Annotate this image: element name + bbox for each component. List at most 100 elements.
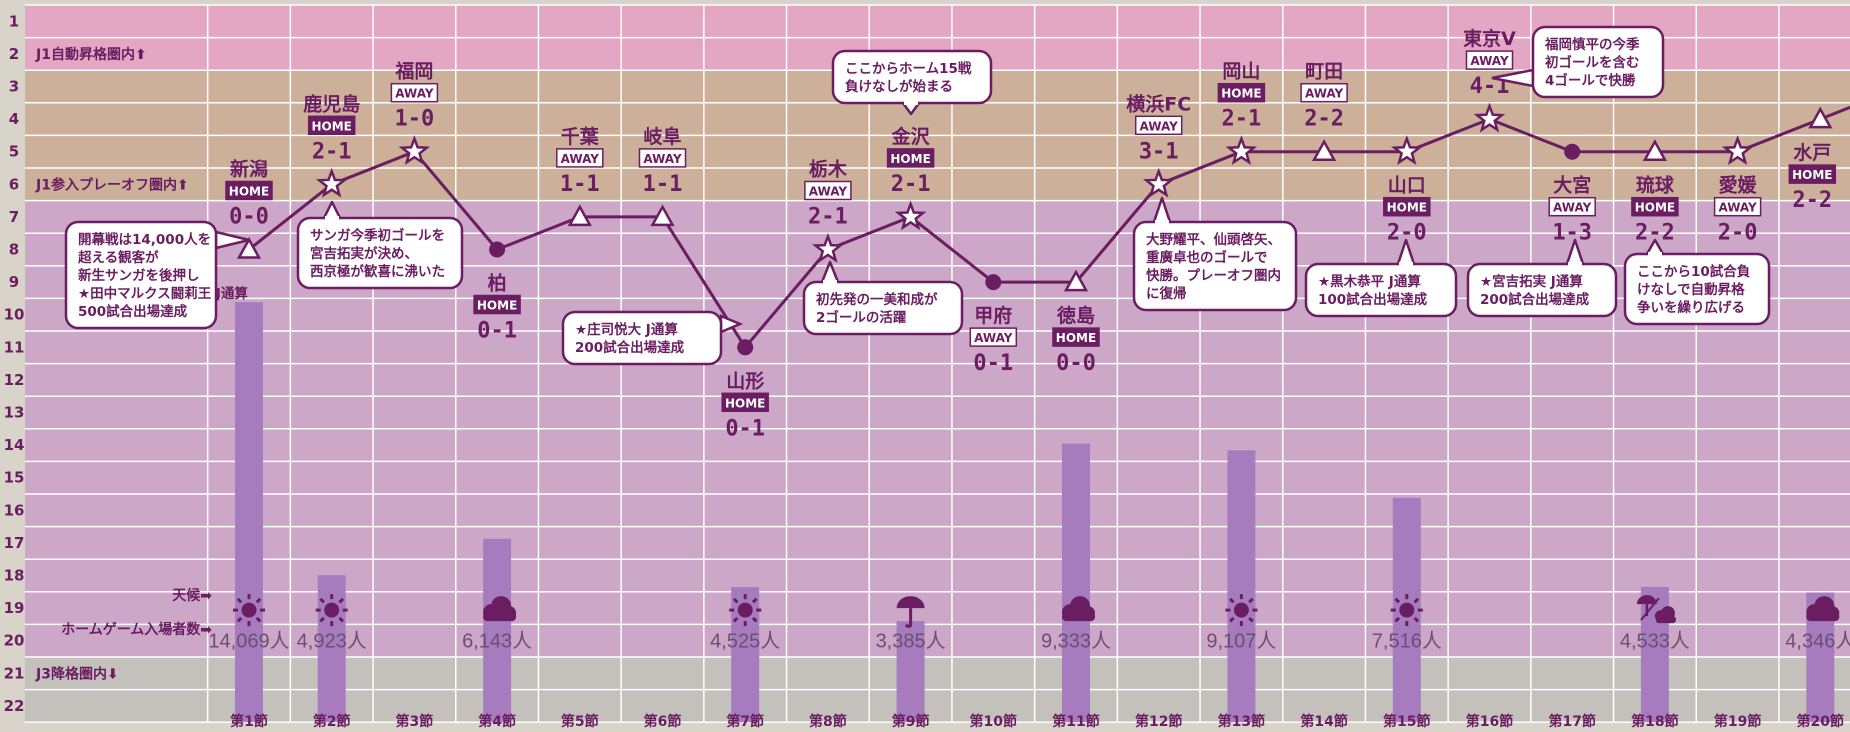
venue-label: HOME — [477, 299, 517, 313]
opponent-name: 山形 — [726, 370, 764, 392]
opponent-name: 福岡 — [394, 60, 433, 83]
venue-label: HOME — [890, 152, 930, 166]
rank-tick: 6 — [9, 175, 19, 193]
win-marker — [1721, 135, 1754, 166]
sun-icon — [315, 594, 348, 627]
loss-marker — [489, 241, 506, 258]
rank-tick: 16 — [4, 501, 25, 519]
away-badge — [1134, 115, 1183, 136]
away-badge — [556, 148, 604, 168]
away-badge — [1465, 50, 1514, 70]
attendance-label: 4,525人 — [710, 630, 780, 653]
match-score: 1-1 — [560, 172, 600, 197]
win-marker — [1390, 135, 1423, 166]
callout-c1: 開幕戦は14,000人を超える観客が新生サンガを後押し★田中マルクス闘莉王 J通… — [64, 220, 250, 330]
away-badge — [1713, 196, 1762, 217]
loss-marker — [985, 274, 1002, 291]
venue-label: AWAY — [1305, 87, 1344, 101]
win-marker — [1225, 135, 1258, 166]
callout-box — [1531, 25, 1665, 99]
match-score: 0-0 — [1056, 351, 1096, 376]
venue-label: AWAY — [1553, 201, 1592, 215]
zone-labels: J1自動昇格圏内⬆J1参入プレーオフ圏内⬆J3降格圏内⬇ — [35, 46, 189, 682]
rank-tick: 22 — [4, 697, 25, 715]
match-label: 町田 AWAY 2-2 — [1300, 61, 1348, 132]
home-badge — [1217, 82, 1266, 103]
matchday-tick: 第16節 — [1466, 713, 1513, 730]
match-score: 2-2 — [1304, 107, 1344, 132]
match-score: 0-1 — [973, 351, 1013, 376]
win-marker — [315, 167, 348, 198]
callout-text: 大野耀平、仙頭啓矢、重廣卓也のゴールで快勝。プレーオフ圏内に復帰 — [1146, 231, 1281, 302]
matchday-tick: 第19節 — [1714, 713, 1761, 730]
win-marker — [812, 232, 844, 263]
attendance-label: 4,346人 — [1785, 630, 1850, 653]
rank-tick: 17 — [4, 534, 25, 552]
callout-c2: サンガ今季初ゴールを宮吉拓実が決め、西京極が歓喜に沸いた — [296, 200, 464, 290]
callout-box — [1623, 252, 1771, 326]
opponent-name: 栃木 — [809, 158, 848, 181]
opponent-name: 町田 — [1305, 61, 1343, 83]
opponent-name: 大宮 — [1553, 174, 1591, 197]
matchday-tick: 第15節 — [1383, 713, 1430, 730]
callout-box — [1304, 262, 1458, 318]
win-marker — [398, 135, 431, 166]
rank-tick: 9 — [9, 273, 19, 291]
sun-icon — [729, 594, 762, 627]
callout-c10: ここから10試合負けなしで自動昇格争いを繰り広げる — [1623, 238, 1771, 326]
away-badge — [638, 148, 687, 168]
attendance-label: 3,385人 — [876, 630, 946, 653]
match-score: 1-0 — [395, 107, 435, 132]
matchday-axis: 第1節第2節第3節第4節第5節第6節第7節第8節第9節第10節第11節第12節第… — [230, 713, 1844, 730]
matchday-tick: 第3節 — [396, 713, 434, 730]
opponent-name: 山口 — [1388, 175, 1426, 197]
matchday-tick: 第20節 — [1797, 713, 1844, 730]
attendance-bar — [1062, 443, 1090, 723]
matchday-tick: 第6節 — [644, 713, 682, 730]
attendance-row-label: ホームゲーム入場者数➡ — [61, 621, 212, 638]
match-score: 3-1 — [1139, 139, 1179, 164]
away-badge — [390, 82, 439, 103]
venue-label: HOME — [1635, 201, 1675, 215]
venue-label: HOME — [1056, 331, 1096, 345]
callout-box — [802, 280, 964, 336]
callout-text: 開幕戦は14,000人を超える観客が新生サンガを後押し★田中マルクス闘莉王 J通… — [77, 231, 248, 320]
rank-tick: 14 — [4, 436, 25, 454]
callout-text: ここから10試合負けなしで自動昇格争いを繰り広げる — [1637, 263, 1751, 316]
attendance-bar — [896, 621, 925, 723]
sun-icon — [233, 594, 265, 627]
callout-text: ここからホーム15戦負けなしが始まる — [845, 60, 972, 95]
cloud-icon — [1062, 596, 1095, 622]
cloud-icon — [483, 596, 517, 622]
matchday-tick: 第17節 — [1548, 713, 1595, 730]
attendance-label: 7,516人 — [1372, 630, 1442, 653]
rank-tick: 21 — [4, 664, 25, 682]
rank-tick: 5 — [9, 143, 19, 161]
venue-label: AWAY — [1718, 201, 1757, 215]
opponent-name: 柏 — [488, 272, 507, 295]
draw-marker — [1642, 139, 1668, 161]
rank-tick: 10 — [4, 306, 25, 324]
home-badge — [1631, 196, 1679, 217]
callout-c4: ここからホーム15戦負けなしが始まる — [831, 49, 993, 116]
attendance-label: 9,107人 — [1206, 630, 1276, 653]
rank-tick: 18 — [4, 567, 25, 585]
venue-label: HOME — [1221, 87, 1261, 101]
weather-icons — [233, 594, 1840, 628]
venue-label: AWAY — [1140, 119, 1179, 133]
rank-tick: 8 — [9, 241, 19, 259]
